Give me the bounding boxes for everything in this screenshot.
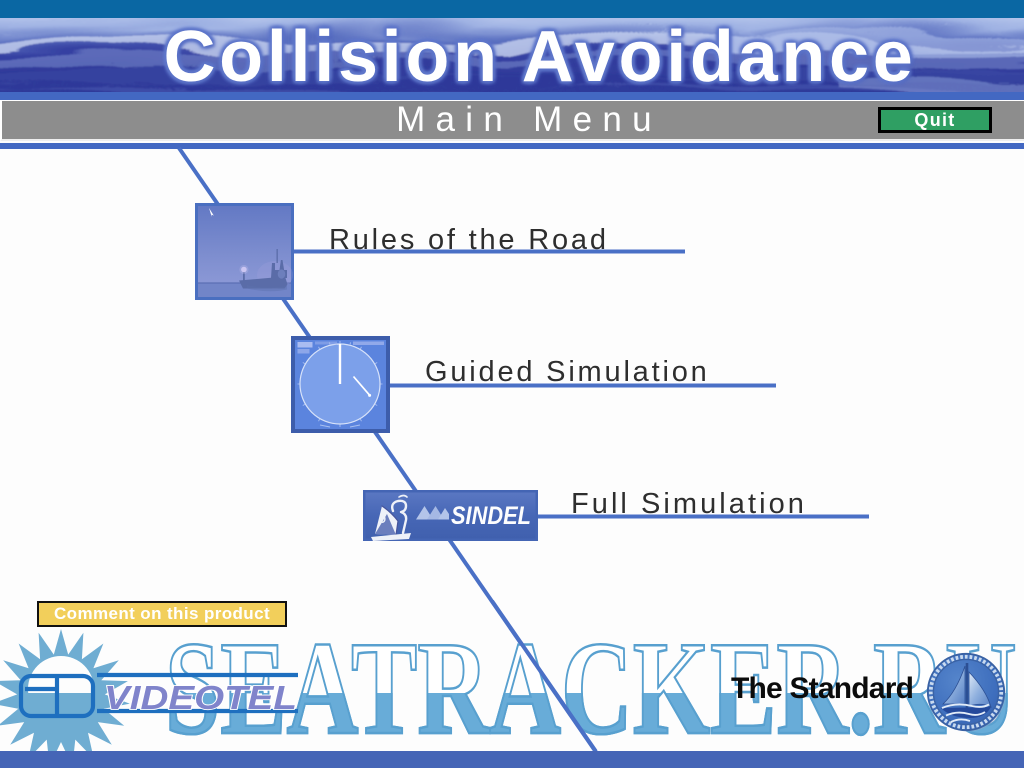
svg-text:SINDEL: SINDEL [451,502,531,530]
svg-text:VIDEOTEL: VIDEOTEL [104,679,297,716]
